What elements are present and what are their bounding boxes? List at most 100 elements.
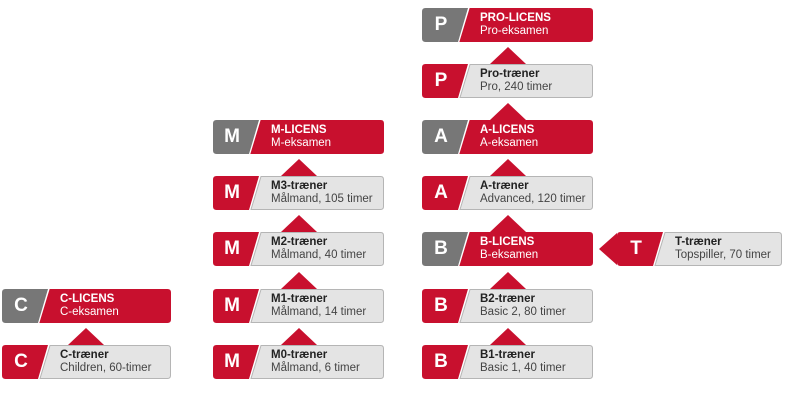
box-body (654, 232, 782, 266)
c-license-title: C-LICENS (60, 293, 115, 305)
box-shape (422, 64, 593, 98)
box-body (250, 289, 384, 323)
box-shape (422, 8, 593, 42)
b2-course-title: B2-træner (480, 293, 535, 305)
box-body (459, 64, 593, 98)
box-badge (213, 345, 259, 379)
a-license-title: A-LICENS (480, 124, 535, 136)
box-badge (213, 289, 259, 323)
m3-course-letter: M (224, 182, 240, 203)
box-shape (422, 120, 593, 154)
m3-course-title: M3-træner (271, 180, 328, 192)
m-license-box: M M-LICENS M-eksamen (213, 120, 384, 154)
box-body (250, 345, 384, 379)
a-license-letter: A (434, 126, 448, 147)
b1-course-box: B B1-træner Basic 1, 40 timer (422, 345, 593, 379)
pro-course-box: P Pro-træner Pro, 240 timer (422, 64, 593, 98)
box-badge (213, 120, 259, 154)
box-shape (213, 289, 384, 323)
arrow-m0-to-m1 (281, 328, 317, 345)
b1-course-letter: B (434, 351, 448, 372)
box-badge (617, 232, 663, 266)
a-license-subtitle: A-eksamen (480, 137, 539, 149)
c-license-letter: C (14, 295, 28, 316)
c-license-subtitle: C-eksamen (60, 306, 119, 318)
box-shape (2, 289, 171, 323)
box-body (459, 289, 593, 323)
box-badge (2, 289, 48, 323)
arrow-b1-to-b2 (490, 328, 526, 345)
box-shape (213, 176, 384, 210)
pro-license-title: PRO-LICENS (480, 12, 551, 24)
t-course-box: T T-træner Topspiller, 70 timer (617, 232, 782, 266)
box-shape (213, 120, 384, 154)
m0-course-title: M0-træner (271, 349, 328, 361)
b1-course-title: B1-træner (480, 349, 535, 361)
m2-course-letter: M (224, 238, 240, 259)
m0-course-box: M M0-træner Målmand, 6 timer (213, 345, 384, 379)
a-license-box: A A-LICENS A-eksamen (422, 120, 593, 154)
c-course-letter: C (14, 351, 28, 372)
m0-course-letter: M (224, 351, 240, 372)
box-badge (422, 176, 468, 210)
m-license-letter: M (224, 126, 240, 147)
box-body (459, 120, 593, 154)
m-license-title: M-LICENS (271, 124, 327, 136)
box-badge (422, 8, 468, 42)
m1-course-letter: M (224, 295, 240, 316)
box-shape (422, 289, 593, 323)
box-badge (213, 176, 259, 210)
pro-course-subtitle: Pro, 240 timer (480, 81, 553, 93)
a-course-letter: A (434, 182, 448, 203)
b2-course-box: B B2-træner Basic 2, 80 timer (422, 289, 593, 323)
m3-course-box: M M3-træner Målmand, 105 timer (213, 176, 384, 210)
arrow-t-course-to-b-license (599, 233, 617, 265)
arrow-pro-course-to-pro-license (490, 47, 526, 64)
arrow-b-license-to-a-course (490, 215, 526, 232)
box-badge (422, 232, 468, 266)
arrow-b2-to-b-license (490, 272, 526, 289)
box-body (250, 120, 384, 154)
c-license-box: C C-LICENS C-eksamen (2, 289, 171, 323)
b1-course-subtitle: Basic 1, 40 timer (480, 362, 566, 374)
arrow-c-course-to-c-license (68, 328, 104, 345)
m3-course-subtitle: Målmand, 105 timer (271, 193, 373, 205)
arrow-m2-to-m3 (281, 215, 317, 232)
a-course-subtitle: Advanced, 120 timer (480, 193, 586, 205)
box-body (459, 176, 593, 210)
box-shape (422, 176, 593, 210)
b-license-title: B-LICENS (480, 236, 535, 248)
c-course-subtitle: Children, 60-timer (60, 362, 152, 374)
pro-license-subtitle: Pro-eksamen (480, 25, 549, 37)
box-body (459, 8, 593, 42)
box-body (39, 345, 171, 379)
b-license-letter: B (434, 238, 448, 259)
box-badge (422, 120, 468, 154)
pro-license-letter: P (434, 14, 448, 35)
m-license-subtitle: M-eksamen (271, 137, 332, 149)
box-shape (422, 232, 593, 266)
box-shape (213, 345, 384, 379)
box-badge (422, 345, 468, 379)
m0-course-subtitle: Målmand, 6 timer (271, 362, 360, 374)
c-course-box: C C-træner Children, 60-timer (2, 345, 171, 379)
m1-course-title: M1-træner (271, 293, 328, 305)
box-body (39, 289, 171, 323)
box-shape (213, 232, 384, 266)
a-course-box: A A-træner Advanced, 120 timer (422, 176, 593, 210)
m1-course-box: M M1-træner Målmand, 14 timer (213, 289, 384, 323)
t-course-subtitle: Topspiller, 70 timer (675, 249, 771, 261)
b2-course-subtitle: Basic 2, 80 timer (480, 306, 566, 318)
box-badge (213, 232, 259, 266)
box-badge (422, 64, 468, 98)
m2-course-subtitle: Målmand, 40 timer (271, 249, 367, 261)
arrow-a-license-to-pro-course (490, 103, 526, 120)
t-course-letter: T (630, 238, 642, 259)
a-course-title: A-træner (480, 180, 529, 192)
box-badge (2, 345, 48, 379)
box-shape (422, 345, 593, 379)
c-course-title: C-træner (60, 349, 109, 361)
arrow-m1-to-m2 (281, 272, 317, 289)
pro-course-title: Pro-træner (480, 68, 540, 80)
